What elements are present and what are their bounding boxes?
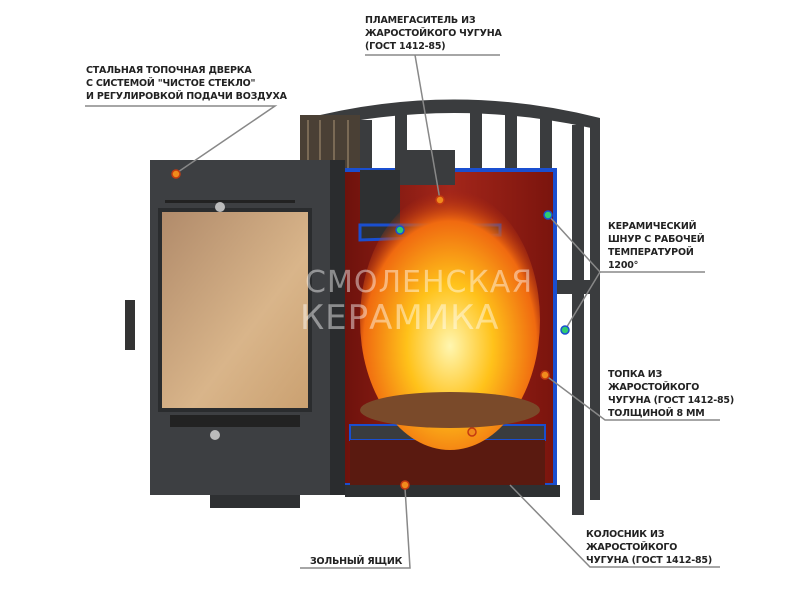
door-handle bbox=[125, 300, 135, 350]
door-glass bbox=[158, 208, 312, 412]
label-grate: КОЛОСНИК ИЗ ЖАРОСТОЙКОГО ЧУГУНА (ГОСТ 14… bbox=[586, 528, 712, 567]
label-line: ЧУГУНА (ГОСТ 1412-85) bbox=[586, 555, 712, 566]
label-line: ТОЛЩИНОЙ 8 ММ bbox=[608, 408, 705, 419]
marker-flame-damper bbox=[435, 195, 445, 205]
label-line: СТАЛЬНАЯ ТОПОЧНАЯ ДВЕРКА bbox=[86, 65, 252, 76]
label-line: ТОПКА ИЗ bbox=[608, 369, 663, 380]
label-line: 1200° bbox=[608, 260, 639, 271]
label-line: ЖАРОСТОЙКОГО ЧУГУНА bbox=[365, 28, 502, 39]
label-line: (ГОСТ 1412-85) bbox=[365, 41, 446, 52]
label-ash-box: ЗОЛЬНЫЙ ЯЩИК bbox=[310, 555, 402, 568]
flame bbox=[360, 190, 540, 450]
door bbox=[125, 160, 345, 508]
marker-door bbox=[171, 169, 181, 179]
label-line: КОЛОСНИК ИЗ bbox=[586, 529, 665, 540]
label-line: ТЕМПЕРАТУРОЙ bbox=[608, 247, 694, 258]
label-line: С СИСТЕМОЙ "ЧИСТОЕ СТЕКЛО" bbox=[86, 78, 256, 89]
label-line: ПЛАМЕГАСИТЕЛЬ ИЗ bbox=[365, 15, 476, 26]
label-firebox: ТОПКА ИЗ ЖАРОСТОЙКОГО ЧУГУНА (ГОСТ 1412-… bbox=[608, 368, 734, 420]
label-line: ЧУГУНА (ГОСТ 1412-85) bbox=[608, 395, 734, 406]
firebox-cutaway bbox=[345, 150, 560, 497]
watermark-line-1: СМОЛЕНСКАЯ bbox=[305, 265, 534, 300]
label-door: СТАЛЬНАЯ ТОПОЧНАЯ ДВЕРКА С СИСТЕМОЙ "ЧИС… bbox=[86, 64, 287, 103]
label-line: И РЕГУЛИРОВКОЙ ПОДАЧИ ВОЗДУХА bbox=[86, 91, 287, 102]
label-flame-damper: ПЛАМЕГАСИТЕЛЬ ИЗ ЖАРОСТОЙКОГО ЧУГУНА (ГО… bbox=[365, 14, 502, 53]
watermark-line-2: КЕРАМИКА bbox=[300, 298, 500, 338]
label-line: ЖАРОСТОЙКОГО bbox=[586, 542, 678, 553]
marker-firebox bbox=[540, 370, 550, 380]
label-line: КЕРАМИЧЕСКИЙ bbox=[608, 221, 697, 232]
leader-lines bbox=[85, 54, 720, 569]
seal-markers bbox=[395, 210, 570, 335]
label-ceramic-cord: КЕРАМИЧЕСКИЙ ШНУР С РАБОЧЕЙ ТЕМПЕРАТУРОЙ… bbox=[608, 220, 705, 272]
marker-ash-box bbox=[400, 480, 410, 490]
marker-grate bbox=[467, 427, 477, 437]
markers bbox=[171, 169, 550, 490]
label-line: ШНУР С РАБОЧЕЙ bbox=[608, 234, 705, 245]
flame-damper bbox=[395, 150, 455, 185]
label-line: ЖАРОСТОЙКОГО bbox=[608, 382, 700, 393]
label-line: ЗОЛЬНЫЙ ЯЩИК bbox=[310, 556, 403, 567]
